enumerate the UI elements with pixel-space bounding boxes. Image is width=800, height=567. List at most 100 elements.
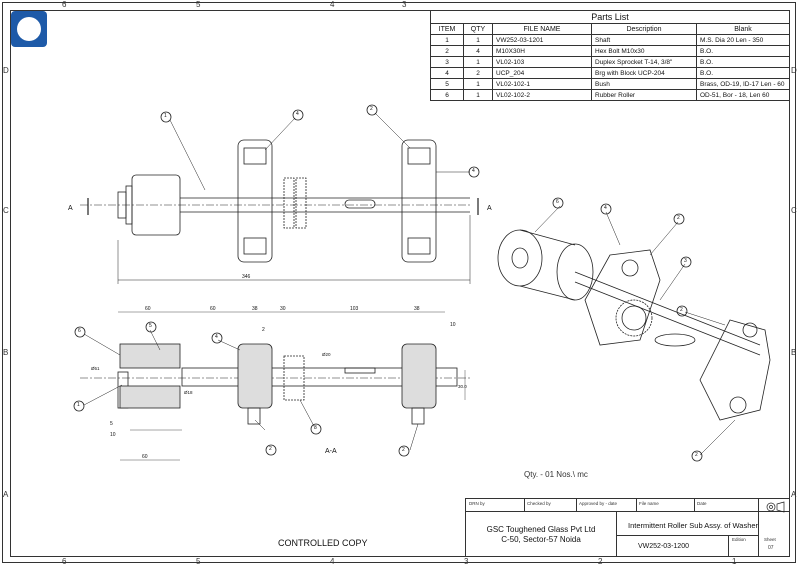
- balloon-section-3: 4: [215, 334, 218, 340]
- dim-section-8: 2: [262, 327, 265, 333]
- section-label: A-A: [325, 448, 337, 455]
- cell-description: Shaft: [591, 34, 697, 46]
- zone-right-d: D: [791, 66, 797, 75]
- zone-left-d: D: [3, 66, 9, 75]
- parts-list-header: ITEM QTY FILE NAME Description Blank: [430, 23, 790, 35]
- company-logo-icon: [11, 11, 47, 47]
- balloon-iso-1: 6: [556, 199, 559, 205]
- dim-section-6: 38: [414, 306, 420, 312]
- zone-right-c: C: [791, 206, 797, 215]
- balloon-top-1: 1: [164, 113, 167, 119]
- dim-section-10: 10: [110, 432, 116, 438]
- cell-item: 4: [430, 67, 464, 79]
- checked-by-label: Checked by: [527, 501, 551, 506]
- section-marker-right: A: [487, 205, 492, 212]
- cell-item: 2: [430, 45, 464, 57]
- zone-left-b: B: [3, 348, 9, 357]
- balloon-section-2: 5: [149, 323, 152, 329]
- cell-item: 6: [430, 89, 464, 101]
- controlled-copy-stamp: CONTROLLED COPY: [278, 538, 368, 548]
- cell-blank: B.O.: [696, 67, 790, 79]
- cell-blank: Brass, OD-19, ID-17 Len - 60: [696, 78, 790, 90]
- parts-list-table: Parts List ITEM QTY FILE NAME Descriptio…: [430, 10, 790, 101]
- balloon-iso-5: 2: [680, 307, 683, 313]
- table-row: 5 1 VL02-102-1 Bush Brass, OD-19, ID-17 …: [430, 78, 790, 90]
- dia-label-1: Ø20: [322, 352, 331, 357]
- dia-label-2: Ø51: [91, 366, 100, 371]
- table-row: 4 2 UCP_204 Brg with Block UCP-204 B.O.: [430, 67, 790, 79]
- zone-bottom-3: 3: [464, 557, 469, 566]
- dim-section-7: 10: [450, 322, 456, 328]
- balloon-top-2: 4: [296, 111, 299, 117]
- parts-list-title: Parts List: [430, 10, 790, 24]
- balloon-iso-4: 3: [684, 258, 687, 264]
- zone-top-4: 4: [330, 0, 335, 9]
- approved-by-label: Approved by - date: [579, 501, 618, 506]
- cell-description: Bush: [591, 78, 697, 90]
- dim-section-5: 103: [350, 306, 359, 312]
- zone-bottom-5: 5: [196, 557, 201, 566]
- cell-qty: 1: [463, 56, 493, 68]
- header-description: Description: [591, 23, 697, 35]
- dim-section-11: 60: [142, 454, 148, 460]
- zone-right-a: A: [791, 490, 797, 499]
- sheet-label: Sheet: [764, 537, 776, 542]
- zone-bottom-6: 6: [62, 557, 67, 566]
- dia-label-3: Ø18: [184, 390, 193, 395]
- balloon-section-4: 1: [77, 402, 80, 408]
- zone-bottom-4: 4: [330, 557, 335, 566]
- company-address: C-50, Sector-57 Noida: [501, 535, 581, 544]
- dim-section-9: 5: [110, 421, 113, 427]
- cell-file-name: M10X30H: [492, 45, 592, 57]
- section-view: [73, 311, 470, 461]
- cell-item: 3: [430, 56, 464, 68]
- header-item: ITEM: [430, 23, 464, 35]
- cell-qty: 1: [463, 89, 493, 101]
- cell-blank: M.S. Dia 20 Len - 350: [696, 34, 790, 46]
- cell-item: 5: [430, 78, 464, 90]
- dim-overall: 346: [242, 274, 251, 280]
- sheet-border-inner: [10, 10, 790, 557]
- projection-symbol-icon: [766, 501, 785, 513]
- sheet-number: 07: [768, 545, 774, 551]
- balloon-section-1: 6: [78, 328, 81, 334]
- table-row: 6 1 VL02-102-2 Rubber Roller OD-51, Bor …: [430, 89, 790, 101]
- balloon-top-4: 4: [472, 168, 475, 174]
- cell-description: Brg with Block UCP-204: [591, 67, 697, 79]
- drn-by-label: DRN by: [469, 501, 485, 506]
- cell-blank: B.O.: [696, 56, 790, 68]
- cell-qty: 1: [463, 78, 493, 90]
- cell-qty: 1: [463, 34, 493, 46]
- cell-description: Duplex Sprocket T-14, 3/8": [591, 56, 697, 68]
- top-view: [80, 104, 480, 284]
- zone-right-b: B: [791, 348, 797, 357]
- zone-left-a: A: [3, 490, 9, 499]
- drawing-number: VW252-03-1200: [638, 543, 689, 550]
- table-row: 2 4 M10X30H Hex Bolt M10x30 B.O.: [430, 45, 790, 57]
- zone-left-c: C: [3, 206, 9, 215]
- cell-blank: OD-51, Bor - 18, Len 60: [696, 89, 790, 101]
- zone-bottom-2: 2: [598, 557, 603, 566]
- cell-file-name: VL02-103: [492, 56, 592, 68]
- balloon-section-5: 2: [269, 446, 272, 452]
- balloon-iso-2: 4: [604, 205, 607, 211]
- cell-blank: B.O.: [696, 45, 790, 57]
- dim-section-1: 60: [145, 306, 151, 312]
- qty-note: Qty. - 01 Nos.\ mc: [524, 470, 588, 479]
- zone-top-5: 5: [196, 0, 201, 9]
- file-name-label: File name: [639, 501, 659, 506]
- cell-description: Hex Bolt M10x30: [591, 45, 697, 57]
- date-label: Date: [697, 501, 707, 506]
- isometric-view: [497, 197, 771, 462]
- balloon-iso-6: 2: [695, 452, 698, 458]
- cell-file-name: VL02-102-2: [492, 89, 592, 101]
- balloon-section-7: 2: [402, 447, 405, 453]
- zone-top-6: 6: [62, 0, 67, 9]
- balloon-top-3: 2: [370, 106, 373, 112]
- dim-section-4: 30: [280, 306, 286, 312]
- balloon-iso-3: 2: [677, 215, 680, 221]
- cell-file-name: UCP_204: [492, 67, 592, 79]
- header-blank: Blank: [696, 23, 790, 35]
